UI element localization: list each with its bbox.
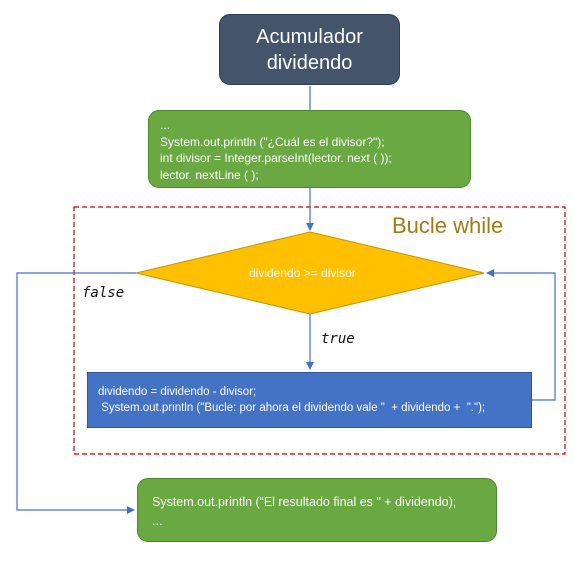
branch-false-label: false <box>82 285 125 301</box>
title-box: Acumulador dividendo <box>219 14 400 85</box>
branch-true-label: true <box>321 331 355 347</box>
connector-decision-to-final <box>16 272 136 514</box>
init-line-3: int divisor = Integer.parseInt(lector. n… <box>160 151 392 165</box>
title-line-1: Acumulador <box>256 25 363 48</box>
title-line-2: dividendo <box>266 51 353 74</box>
loop-body-block: dividendo = dividendo - divisor; System.… <box>87 372 532 428</box>
final-line-1: System.out.println (“El resultado final … <box>152 495 457 509</box>
connector-loop-back <box>486 269 556 401</box>
decision-condition: dividendo >= divisor <box>249 266 356 280</box>
final-line-2: ... <box>152 514 163 528</box>
init-line-4: lector. nextLine ( ); <box>160 167 259 182</box>
init-line-2: System.out.println ("¿Cuál es el divisor… <box>160 134 385 149</box>
body-line-1: dividendo = dividendo - divisor; <box>98 386 257 398</box>
loop-label: Bucle while <box>392 213 504 238</box>
init-code-block: ... System.out.println ("¿Cuál es el div… <box>148 110 471 188</box>
final-code-block: System.out.println (“El resultado final … <box>137 478 497 542</box>
init-line-1: ... <box>160 118 171 132</box>
body-line-2: System.out.println ("Bucle: por ahora el… <box>98 402 486 414</box>
loop-region <box>73 206 566 455</box>
